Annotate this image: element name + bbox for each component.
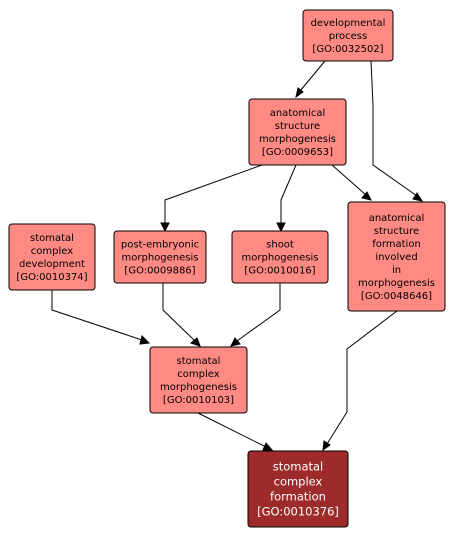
node-label-line: structure <box>374 226 419 237</box>
node-label-line: [GO:0048646] <box>361 291 432 302</box>
node-label-line: complex <box>177 369 219 380</box>
node-label-line: stomatal <box>273 460 324 474</box>
edge-arrowhead <box>295 87 304 99</box>
edge-postembryonic-to-stomatal-morphogenesis <box>162 283 196 342</box>
edge-arrowhead <box>361 191 372 201</box>
node-label-line: [GO:0009886] <box>124 266 195 277</box>
node-label-line: [GO:0010016] <box>244 266 315 277</box>
edge-arrowhead <box>230 337 241 347</box>
node-label-line: [GO:0032502] <box>312 44 383 55</box>
edge-morphogenesis-to-shoot <box>280 164 297 224</box>
node-stomatal-complex-development[interactable]: stomatal complex development [GO:0010374] <box>8 223 96 291</box>
node-developmental-process[interactable]: developmental process [GO:0032502] <box>302 9 394 62</box>
node-label-line: formation <box>270 490 326 504</box>
node-label-line: [GO:0010376] <box>257 505 339 519</box>
node-label-line: [GO:0010103] <box>163 395 234 406</box>
node-label-line: involved <box>375 252 417 263</box>
node-label-line: formation <box>372 239 421 250</box>
edge-arrowhead <box>160 222 170 233</box>
node-label-line: developmental <box>311 18 386 29</box>
node-label-line: structure <box>275 121 320 132</box>
edge-arrowhead <box>412 192 424 202</box>
edge-arrowhead <box>189 337 201 347</box>
node-label-line: in <box>392 265 401 276</box>
edge-developmental-to-morphogenesis <box>299 60 326 92</box>
edge-shoot-to-stomatal-morphogenesis <box>236 283 281 342</box>
node-label-line: process <box>329 31 367 42</box>
node-label-line: shoot <box>266 240 294 251</box>
node-label-line: morphogenesis <box>160 382 237 393</box>
edge-formation-to-stomatal-formation <box>326 310 398 445</box>
node-shoot-morphogenesis[interactable]: shoot morphogenesis [GO:0010016] <box>231 230 329 284</box>
graph-nodes: developmental process [GO:0032502] anatomi… <box>8 9 446 528</box>
edge-arrowhead <box>322 440 331 452</box>
node-label-line: [GO:0010374] <box>16 272 87 283</box>
node-stomatal-complex-morphogenesis[interactable]: stomatal complex morphogenesis [GO:0010103] <box>149 346 248 414</box>
node-label-line: anatomical <box>270 108 326 119</box>
node-label-line: morphogenesis <box>259 134 336 145</box>
node-anatomical-structure-formation[interactable]: anatomical structure formation involved in mo… <box>347 201 446 312</box>
edge-arrowhead <box>139 335 151 345</box>
edge-morphogenesis-to-formation <box>331 164 367 196</box>
node-label-line: morphogenesis <box>358 278 435 289</box>
node-label-line: post-embryonic <box>121 240 199 251</box>
node-label-line: anatomical <box>369 213 425 224</box>
node-anatomical-structure-morphogenesis[interactable]: anatomical structure morphogenesis [GO:0009… <box>248 98 347 166</box>
edge-arrowhead <box>262 442 274 451</box>
edge-developmental-to-formation <box>370 60 418 197</box>
node-label-line: stomatal <box>177 356 221 367</box>
edge-morphogenesis-to-postembryonic <box>164 164 263 224</box>
graph-edges <box>51 60 424 452</box>
edge-development-to-stomatal-morphogenesis <box>51 290 143 341</box>
node-label-line: stomatal <box>30 233 74 244</box>
node-label-line: development <box>19 259 85 270</box>
node-post-embryonic-morphogenesis[interactable]: post-embryonic morphogenesis [GO:0009886] <box>113 230 207 284</box>
edge-stomatal-morphogenesis-to-formation <box>197 412 267 448</box>
node-label-line: [GO:0009653] <box>262 147 333 158</box>
node-label-line: complex <box>31 246 73 257</box>
node-label-line: morphogenesis <box>122 253 199 264</box>
edge-arrowhead <box>276 222 286 233</box>
node-label-line: complex <box>274 475 323 489</box>
node-label-line: morphogenesis <box>242 253 319 264</box>
